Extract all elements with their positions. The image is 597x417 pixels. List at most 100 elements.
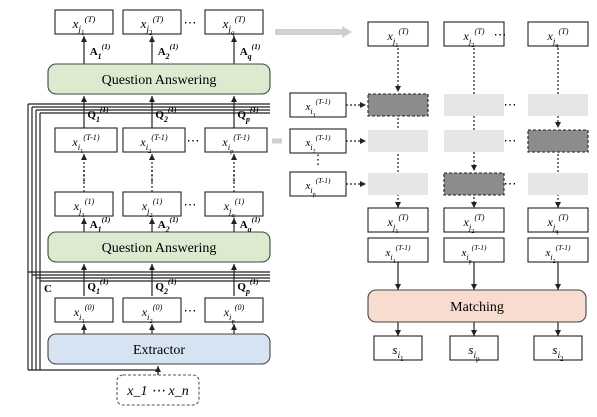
qa-top-label: Question Answering [102, 73, 217, 88]
mid-input-box [54, 127, 118, 153]
match-cell-dark [443, 172, 505, 196]
init-input-box [204, 297, 264, 323]
row-label: xi2(T-1) [305, 133, 331, 155]
matched-source-box [527, 237, 589, 263]
top-ellipsis: ⋯ [184, 15, 197, 30]
init-input-box [122, 297, 182, 323]
answer-label-top: A2(1) [158, 42, 179, 61]
mid-input-label: xi2(T-1) [139, 133, 167, 155]
mid-input-label: xi1(T-1) [71, 133, 99, 155]
grid-ellipsis: ⋯ [504, 133, 517, 148]
answer-label-bottom: Aq(1) [240, 215, 261, 234]
answer-label-bottom: A1(1) [90, 215, 111, 234]
right-top-ellipsis: ⋯ [494, 27, 507, 42]
match-cell-dark [367, 93, 429, 117]
row-label-box [289, 92, 347, 118]
matched-target-label: xjq(T) [547, 213, 569, 235]
matched-target-box [367, 207, 429, 233]
question-label-top: Q1(1) [87, 105, 109, 124]
matching-label: Matching [450, 300, 504, 315]
right-top-target-label: xjq(T) [547, 27, 569, 49]
iter1-output-box [122, 191, 182, 217]
row-vdots: ⋮ [312, 152, 325, 167]
flow-arrowhead-top [342, 26, 352, 38]
matched-target-box [443, 207, 505, 233]
qa-bottom-label: Question Answering [102, 241, 217, 256]
matching-box [367, 289, 587, 323]
qa-top-box [47, 63, 271, 95]
iter1-ellipsis: ⋯ [184, 197, 197, 212]
answer-label-top: A1(1) [90, 42, 111, 61]
matched-source-label: xip(T-1) [461, 243, 487, 265]
match-cell-light [444, 130, 504, 152]
right-top-target-label: xj1(T) [387, 27, 409, 49]
right-top-target-box [367, 21, 429, 47]
match-cell-light [528, 173, 588, 195]
score-label: si2 [552, 342, 564, 363]
answer-label-top: Aq(1) [240, 42, 261, 61]
init-ellipsis: ⋯ [184, 303, 197, 318]
question-label-bottom: Q2(1) [155, 277, 177, 296]
grid-ellipsis: ⋯ [504, 176, 517, 191]
iter1-output-box [54, 191, 114, 217]
right-top-target-label: xj2(T) [463, 27, 485, 49]
score-label: sip [468, 342, 480, 363]
answer-label-bottom: A2(1) [158, 215, 179, 234]
matched-source-box [443, 237, 505, 263]
match-cell-light [528, 94, 588, 116]
qa-bottom-box [47, 231, 271, 263]
score-box [533, 335, 583, 361]
init-input-label: xi1(0) [73, 303, 95, 325]
question-label-bottom: Q1(1) [87, 277, 109, 296]
init-input-label: xip(0) [223, 303, 245, 325]
iter1-output-label: xj1(1) [73, 197, 95, 219]
top-output-box [122, 9, 182, 35]
extractor-box [47, 333, 271, 365]
question-label-top: Qp(1) [237, 105, 259, 124]
mid-vdots: ⋮ [227, 169, 241, 184]
row-label: xi1(T-1) [305, 97, 331, 119]
right-top-target-box [443, 21, 505, 47]
context-label: C [44, 283, 52, 295]
matched-source-label: xi2(T-1) [545, 243, 571, 265]
match-cell-light [368, 130, 428, 152]
right-top-target-box [527, 21, 589, 47]
iter1-output-box [204, 191, 264, 217]
top-output-label: xj2(T) [140, 14, 164, 37]
init-input-label: xi2(0) [141, 303, 163, 325]
row-label: xip(T-1) [305, 176, 331, 198]
top-output-label: xjq(T) [222, 14, 246, 37]
score-label: si1 [392, 342, 404, 363]
mid-vdots: ⋮ [145, 169, 159, 184]
question-label-top: Q2(1) [155, 105, 177, 124]
mid-input-box [122, 127, 186, 153]
row-label-box [289, 171, 347, 197]
match-cell-dark [527, 129, 589, 153]
iter1-output-label: xjq(1) [223, 197, 245, 219]
grid-ellipsis: ⋯ [504, 97, 517, 112]
matched-target-label: xj1(T) [387, 213, 409, 235]
row-label-box [289, 128, 347, 154]
mid-input-label: xip(T-1) [221, 133, 249, 155]
matched-target-box [527, 207, 589, 233]
match-cell-light [368, 173, 428, 195]
mid-ellipsis: ⋯ [187, 133, 200, 148]
matched-source-box [367, 237, 429, 263]
match-cell-light [444, 94, 504, 116]
iter1-output-label: xj2(1) [141, 197, 163, 219]
mid-input-box [204, 127, 268, 153]
matched-source-label: xi1(T-1) [385, 243, 411, 265]
extractor-label: Extractor [133, 343, 185, 358]
question-label-bottom: Qp(1) [237, 277, 259, 296]
init-input-box [54, 297, 114, 323]
top-output-box [204, 9, 264, 35]
matched-target-label: xj2(T) [463, 213, 485, 235]
source-box [116, 374, 200, 406]
top-output-box [54, 9, 114, 35]
score-box [449, 335, 499, 361]
score-box [373, 335, 423, 361]
mid-vdots: ⋮ [77, 169, 91, 184]
top-output-label: xj1(T) [72, 14, 96, 37]
source-label: x_1 ⋯ x_n [126, 384, 188, 399]
